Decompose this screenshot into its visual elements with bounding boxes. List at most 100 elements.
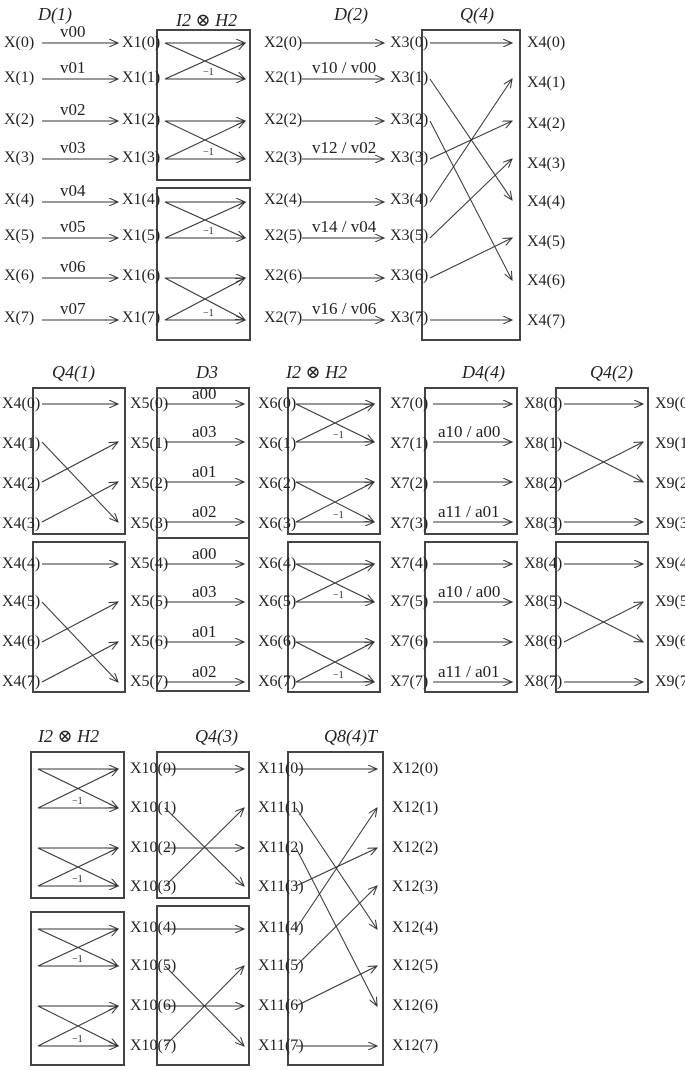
node-x7-3: X7(3) (390, 515, 428, 532)
coef-ratio: a10 / a00 (438, 422, 500, 441)
node-x0-5: X(5) (4, 227, 34, 244)
coef-a: a03 (192, 582, 217, 601)
title-i2-h2: I2 ⊗ H2 (285, 362, 347, 382)
node-x9-5: X9(5) (655, 593, 685, 610)
node-x5-2: X5(2) (130, 475, 168, 492)
node-x4-2: X4(2) (2, 475, 40, 492)
node-x7-7: X7(7) (390, 673, 428, 690)
node-x11-2: X11(2) (258, 839, 304, 856)
neg-one-label: −1 (72, 954, 83, 965)
node-x8-4: X8(4) (524, 555, 562, 572)
node-x12-7: X12(7) (392, 1037, 438, 1054)
title-d2: D(2) (333, 4, 368, 25)
block-h-top (30, 751, 125, 899)
q8-permutation (295, 769, 377, 1046)
node-x0-2: X(2) (4, 111, 34, 128)
node-x2-5: X2(5) (264, 227, 302, 244)
node-x9-4: X9(4) (655, 555, 685, 572)
node-x8-5: X8(5) (524, 593, 562, 610)
col-x8: X8(0) X8(1) X8(2) X8(3) X8(4) X8(5) X8(6… (524, 395, 562, 690)
neg-one-label: −1 (203, 147, 214, 158)
col-x9: X9(0) X9(1) X9(2) X9(3) X9(4) X9(5) X9(6… (655, 395, 685, 690)
node-x12-2: X12(2) (392, 839, 438, 856)
node-x12-5: X12(5) (392, 957, 438, 974)
coef-v: v06 (60, 257, 86, 276)
title-q4-2: Q4(2) (590, 362, 633, 383)
block-q8 (287, 751, 384, 1066)
node-x5-5: X5(5) (130, 593, 168, 610)
d44-multipliers (433, 404, 512, 682)
col-x1: X1(0) X1(1) X1(2) X1(3) X1(4) X1(5) X1(6… (122, 34, 160, 326)
col-x3: X3(0) X3(1) X3(2) X3(3) X3(4) X3(5) X3(6… (390, 34, 428, 326)
node-x1-5: X1(5) (122, 227, 160, 244)
title-q4-3: Q4(3) (195, 726, 238, 747)
node-x5-1: X5(1) (130, 435, 168, 452)
node-x2-6: X2(6) (264, 267, 302, 284)
node-x4-7: X4(7) (2, 673, 40, 690)
row2: Q4(1) D3 I2 ⊗ H2 D4(4) Q4(2) X4(0) X4(1)… (2, 362, 685, 693)
d2-multipliers (302, 43, 384, 320)
coef-a: a03 (192, 422, 217, 441)
node-x1-2: X1(2) (122, 111, 160, 128)
col-x4: X4(0) X4(1) X4(2) X4(3) X4(4) X4(5) X4(6… (527, 34, 565, 329)
node-x0-7: X(7) (4, 309, 34, 326)
node-x10-6: X10(6) (130, 997, 176, 1014)
node-x6-2: X6(2) (258, 475, 296, 492)
node-x4-1: X4(1) (527, 74, 565, 91)
block-q41-bottom (32, 541, 126, 693)
node-x1-3: X1(3) (122, 149, 160, 166)
row3: I2 ⊗ H2 Q4(3) Q8(4)T −1 − (30, 726, 438, 1066)
node-x9-0: X9(0) (655, 395, 685, 412)
node-x10-1: X10(1) (130, 799, 176, 816)
node-x0-4: X(4) (4, 191, 34, 208)
node-x12-0: X12(0) (392, 760, 438, 777)
node-x1-4: X1(4) (122, 191, 160, 208)
node-x6-3: X6(3) (258, 515, 296, 532)
node-x1-1: X1(1) (122, 69, 160, 86)
col-x12: X12(0) X12(1) X12(2) X12(3) X12(4) X12(5… (392, 760, 438, 1054)
node-x8-7: X8(7) (524, 673, 562, 690)
node-x8-3: X8(3) (524, 515, 562, 532)
node-x0-0: X(0) (4, 34, 34, 51)
node-x10-3: X10(3) (130, 878, 176, 895)
node-x2-4: X2(4) (264, 191, 302, 208)
coef-v: v03 (60, 138, 86, 157)
node-x4-4: X4(4) (527, 193, 565, 210)
node-x12-1: X12(1) (392, 799, 438, 816)
neg-one-label: −1 (72, 874, 83, 885)
h-butterflies-row1 (164, 43, 245, 320)
node-x10-4: X10(4) (130, 919, 176, 936)
coef-ratio: a11 / a01 (438, 662, 500, 681)
coef-ratio: v10 / v00 (312, 58, 376, 77)
h-butterflies-row2 (295, 404, 374, 682)
neg-one-label: −1 (203, 226, 214, 237)
node-x4-6: X4(6) (527, 272, 565, 289)
node-x6-6: X6(6) (258, 633, 296, 650)
node-x10-7: X10(7) (130, 1037, 176, 1054)
col-x7: X7(0) X7(1) X7(2) X7(3) X7(4) X7(5) X7(6… (390, 395, 428, 690)
neg-one-label: −1 (72, 796, 83, 807)
node-x7-4: X7(4) (390, 555, 428, 572)
row1: D(1) I2 ⊗ H2 D(2) Q(4) X(0) X(1) X(2) X(… (4, 4, 565, 341)
node-x9-7: X9(7) (655, 673, 685, 690)
node-x11-3: X11(3) (258, 878, 304, 895)
coef-v: v00 (60, 22, 86, 41)
neg-one-label: −1 (333, 430, 344, 441)
node-x1-6: X1(6) (122, 267, 160, 284)
node-x8-6: X8(6) (524, 633, 562, 650)
node-x2-1: X2(1) (264, 69, 302, 86)
coef-a: a01 (192, 622, 217, 641)
coef-v: v05 (60, 217, 86, 236)
title-d3: D3 (195, 362, 218, 382)
coef-v: v07 (60, 299, 86, 318)
block-d44-top (424, 387, 518, 535)
block-h-bottom (287, 541, 381, 693)
coef-ratio: a10 / a00 (438, 582, 500, 601)
node-x4-0: X4(0) (527, 34, 565, 51)
title-i2-h2: I2 ⊗ H2 (175, 10, 237, 30)
node-x4-6: X4(6) (2, 633, 40, 650)
node-x6-0: X6(0) (258, 395, 296, 412)
node-x8-1: X8(1) (524, 435, 562, 452)
coef-a: a01 (192, 462, 217, 481)
block-h-top (287, 387, 381, 535)
